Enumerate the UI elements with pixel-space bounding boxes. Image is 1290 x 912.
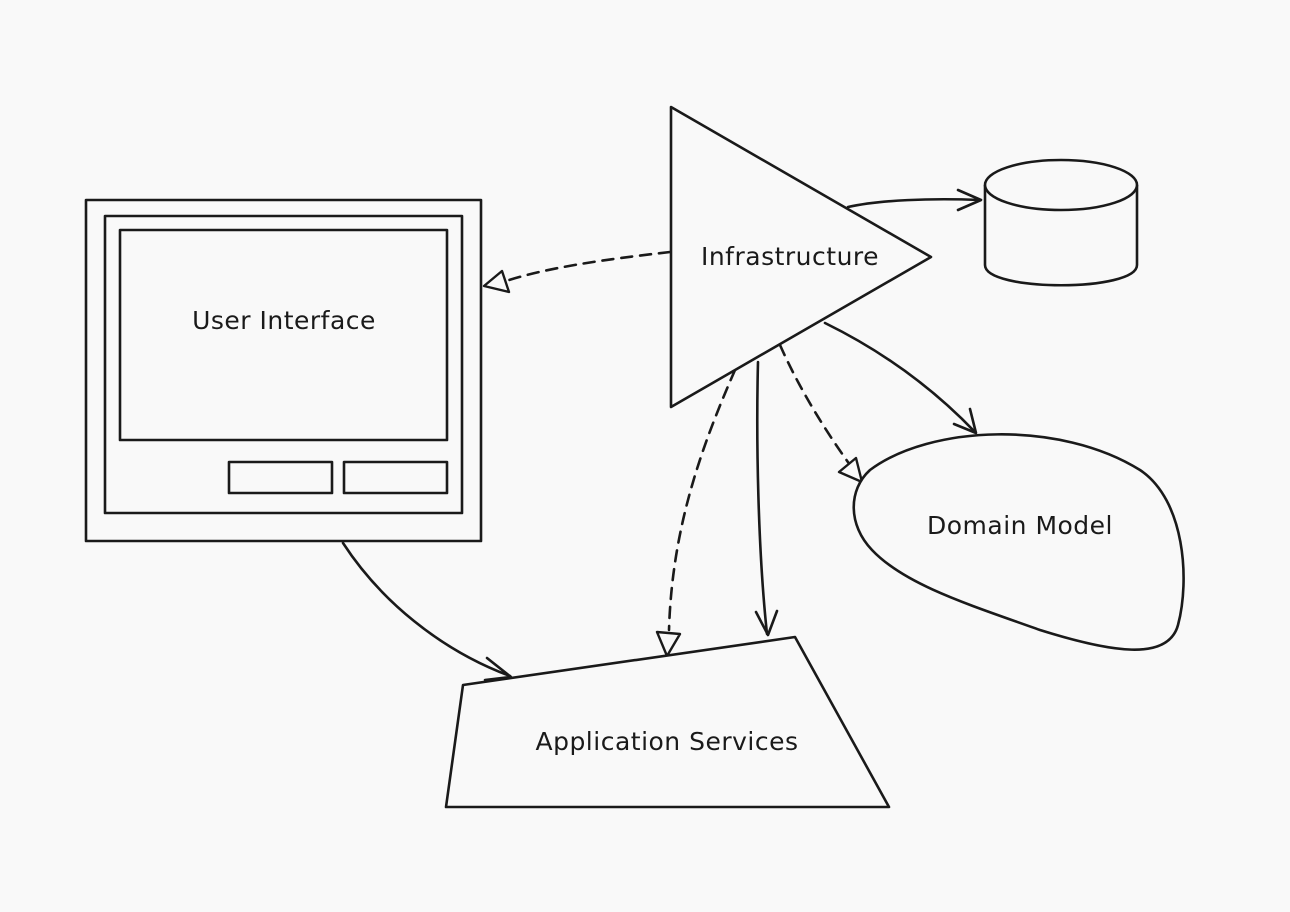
hollow-arrowhead [837,456,864,484]
domain-model-label: Domain Model [927,511,1113,540]
infrastructure-triangle [669,105,933,409]
hollow-arrowhead [655,630,682,658]
ui-window-button-right [342,460,449,495]
edge-user-interface-to-app-services [341,541,513,682]
edge-infrastructure-to-domain-model-solid [823,321,978,435]
edge-line [778,343,852,467]
edge-infrastructure-to-user-interface [482,250,672,294]
ui-window-button-left [227,460,334,495]
application-services-label: Application Services [535,727,798,756]
infrastructure-label: Infrastructure [701,242,879,271]
ui-screen-area [118,228,449,442]
open-arrowhead [483,656,513,682]
database-cylinder-top [983,158,1139,212]
open-arrowhead [952,407,978,435]
edges [341,188,983,682]
edge-infrastructure-to-database [846,188,983,212]
infrastructure-node[interactable]: Infrastructure [669,105,933,409]
open-arrowhead [754,609,779,637]
edge-infrastructure-to-app-services-solid [754,360,779,637]
domain-model-blob [852,433,1185,651]
application-services-trapezoid [444,635,891,809]
edge-line [667,368,737,632]
edge-line [846,197,982,209]
user-interface-node[interactable]: User Interface [84,198,483,543]
open-arrowhead [956,188,983,212]
edge-line [823,321,977,434]
edge-infrastructure-to-app-services-dashed [655,368,737,658]
database-node[interactable] [983,158,1139,287]
edge-line [501,250,672,284]
application-services-node[interactable]: Application Services [444,635,891,809]
ui-outer-frame [84,198,483,543]
database-cylinder-body [983,185,1139,287]
domain-model-node[interactable]: Domain Model [852,433,1185,651]
hollow-arrowhead [482,269,511,294]
edge-line [755,360,769,636]
user-interface-label: User Interface [192,306,376,335]
edge-line [341,541,512,678]
edge-infrastructure-to-domain-model-dashed [778,343,864,484]
ui-inner-frame [103,214,464,515]
